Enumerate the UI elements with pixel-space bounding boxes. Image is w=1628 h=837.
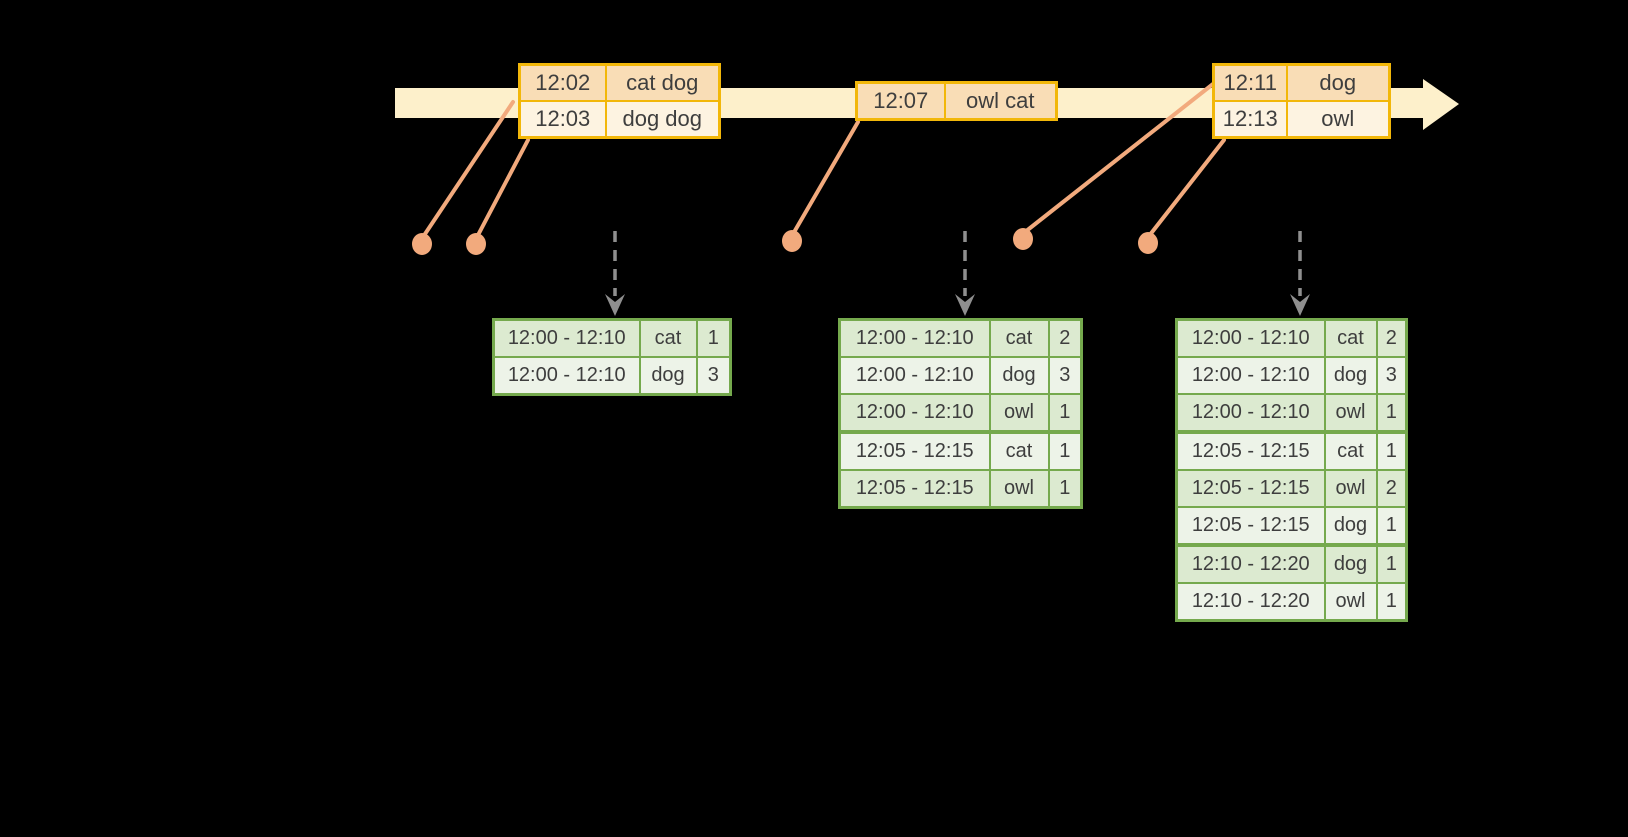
result-window-cell: 12:00 - 12:10 [838, 393, 991, 433]
result-word-cell: owl [988, 469, 1050, 509]
result-count-cell: 1 [1047, 469, 1083, 509]
result-count-cell: 1 [695, 318, 732, 358]
event-words-cell: cat dog [604, 63, 721, 102]
result-word-cell: owl [1323, 393, 1378, 433]
result-count-cell: 1 [1375, 543, 1408, 584]
result-count-cell: 2 [1047, 318, 1083, 358]
result-count-cell: 1 [1375, 393, 1408, 433]
event-words-cell: dog [1285, 63, 1391, 102]
result-window-cell: 12:00 - 12:10 [838, 356, 991, 395]
event-connector-line [421, 100, 515, 239]
event-dot-icon [466, 233, 486, 255]
event-connector-line [1147, 138, 1226, 238]
event-words-cell: owl [1285, 100, 1391, 139]
result-word-cell: cat [988, 430, 1050, 471]
result-word-cell: cat [638, 318, 698, 358]
event-dot-icon [1138, 232, 1158, 254]
result-window-cell: 12:05 - 12:15 [1175, 430, 1326, 471]
event-time-cell: 12:07 [855, 81, 946, 121]
result-window-cell: 12:00 - 12:10 [492, 356, 641, 396]
result-window-cell: 12:00 - 12:10 [492, 318, 641, 358]
result-word-cell: owl [1323, 469, 1378, 508]
event-connector-line [475, 138, 530, 239]
result-word-cell: dog [1323, 543, 1378, 584]
result-word-cell: dog [988, 356, 1050, 395]
result-word-cell: dog [638, 356, 698, 396]
result-window-cell: 12:10 - 12:20 [1175, 543, 1326, 584]
result-word-cell: dog [1323, 506, 1378, 546]
result-count-cell: 2 [1375, 318, 1408, 358]
event-time-cell: 12:11 [1212, 63, 1288, 102]
result-word-cell: owl [1323, 582, 1378, 622]
result-window-cell: 12:05 - 12:15 [838, 430, 991, 471]
result-window-cell: 12:00 - 12:10 [838, 318, 991, 358]
event-dot-icon [782, 230, 802, 252]
event-time-cell: 12:03 [518, 100, 607, 139]
result-word-cell: cat [1323, 318, 1378, 358]
event-dot-icon [1013, 228, 1033, 250]
event-dot-icon [412, 233, 432, 255]
event-words-cell: owl cat [943, 81, 1058, 121]
result-count-cell: 3 [695, 356, 732, 396]
event-words-cell: dog dog [604, 100, 721, 139]
result-count-cell: 1 [1375, 430, 1408, 471]
trigger-down-arrow-icon [1290, 231, 1310, 316]
result-word-cell: cat [988, 318, 1050, 358]
event-connector-line [791, 120, 860, 236]
result-window-cell: 12:05 - 12:15 [1175, 506, 1326, 546]
result-window-cell: 12:10 - 12:20 [1175, 582, 1326, 622]
result-count-cell: 1 [1375, 506, 1408, 546]
result-window-cell: 12:05 - 12:15 [838, 469, 991, 509]
result-window-cell: 12:00 - 12:10 [1175, 318, 1326, 358]
event-time-cell: 12:13 [1212, 100, 1288, 139]
result-window-cell: 12:00 - 12:10 [1175, 393, 1326, 433]
result-window-cell: 12:05 - 12:15 [1175, 469, 1326, 508]
result-count-cell: 1 [1375, 582, 1408, 622]
result-word-cell: cat [1323, 430, 1378, 471]
result-count-cell: 3 [1047, 356, 1083, 395]
result-count-cell: 1 [1047, 430, 1083, 471]
trigger-down-arrow-icon [605, 231, 625, 316]
event-connector-line [1023, 82, 1215, 234]
event-time-cell: 12:02 [518, 63, 607, 102]
result-count-cell: 2 [1375, 469, 1408, 508]
result-word-cell: owl [988, 393, 1050, 433]
trigger-down-arrow-icon [955, 231, 975, 316]
result-word-cell: dog [1323, 356, 1378, 395]
result-count-cell: 3 [1375, 356, 1408, 395]
result-window-cell: 12:00 - 12:10 [1175, 356, 1326, 395]
result-count-cell: 1 [1047, 393, 1083, 433]
